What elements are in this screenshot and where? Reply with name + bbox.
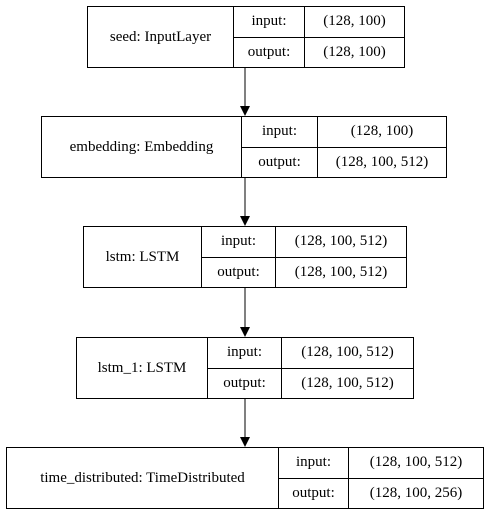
input-label: input:: [202, 227, 275, 258]
input-shape: (128, 100): [305, 7, 404, 38]
output-label: output:: [258, 153, 301, 170]
layer-name: lstm_1: LSTM: [77, 338, 208, 398]
layer-name: embedding: Embedding: [42, 117, 242, 177]
layer-node-lstm: lstm: LSTM input: output: (128, 100, 512…: [83, 226, 407, 288]
input-label: input:: [208, 338, 281, 369]
layer-name: lstm: LSTM: [84, 227, 202, 287]
layer-name: seed: InputLayer: [88, 7, 234, 67]
output-shape: (128, 100, 512): [301, 374, 394, 391]
input-shape: (128, 100, 512): [349, 448, 483, 479]
input-label: input:: [234, 7, 304, 38]
input-shape: (128, 100, 512): [276, 227, 406, 258]
layer-node-embedding: embedding: Embedding input: output: (128…: [41, 116, 447, 178]
input-label: input:: [279, 448, 348, 479]
output-shape: (128, 100, 256): [369, 484, 463, 501]
output-label: output:: [292, 484, 335, 501]
layer-node-time-distributed: time_distributed: TimeDistributed input:…: [6, 447, 484, 509]
input-shape: (128, 100, 512): [282, 338, 413, 369]
input-label: input:: [242, 117, 317, 148]
output-shape: (128, 100, 512): [294, 263, 388, 280]
layer-name: time_distributed: TimeDistributed: [7, 448, 279, 508]
output-shape: (128, 100, 512): [335, 153, 429, 170]
layer-node-lstm-1: lstm_1: LSTM input: output: (128, 100, 5…: [76, 337, 414, 399]
output-label: output:: [217, 263, 260, 280]
output-shape: (128, 100): [323, 43, 386, 60]
output-label: output:: [247, 43, 291, 60]
input-shape: (128, 100): [318, 117, 446, 148]
layer-node-seed: seed: InputLayer input: output: (128, 10…: [87, 6, 405, 68]
output-label: output:: [223, 374, 266, 391]
